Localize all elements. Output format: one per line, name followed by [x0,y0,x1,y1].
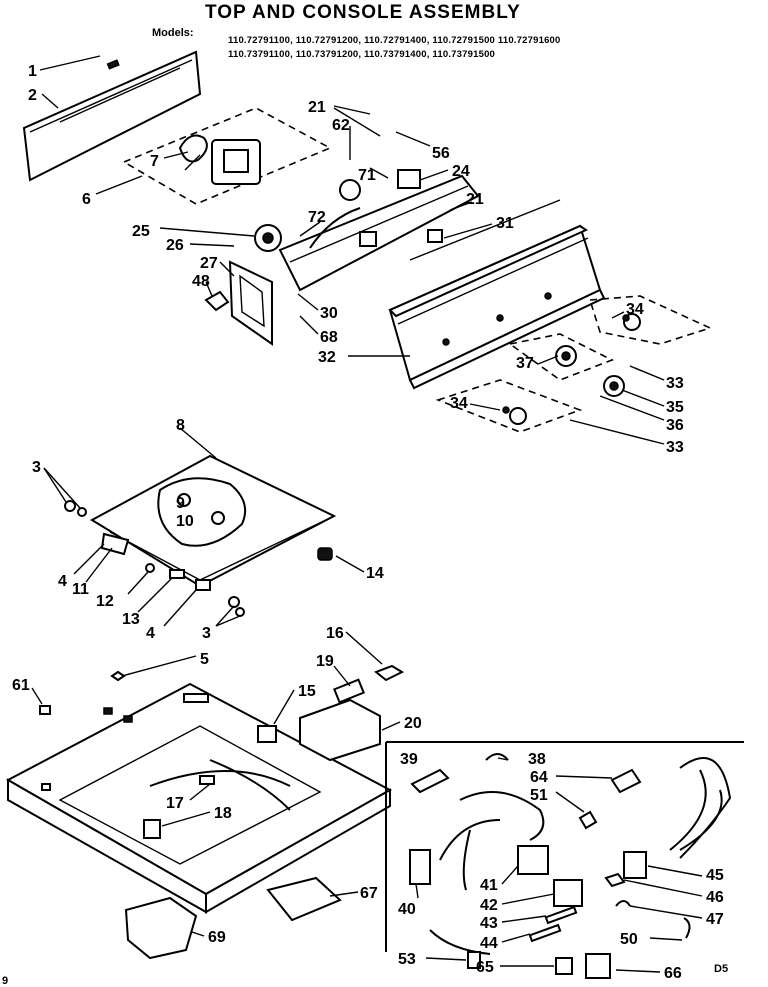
part-label-48: 48 [192,273,210,290]
part-label-4-bottom: 4 [146,625,155,642]
part-label-67: 67 [360,885,378,902]
part-label-47: 47 [706,911,724,928]
part-label-18: 18 [214,805,232,822]
part-label-50: 50 [620,931,638,948]
part-label-65: 65 [476,959,494,976]
part-label-27: 27 [200,255,218,272]
part-label-43: 43 [480,915,498,932]
part-label-30: 30 [320,305,338,322]
console-back-panel [22,50,202,182]
console-bracket [204,260,273,346]
part-label-33-top: 33 [666,375,684,392]
part-label-21-top: 21 [308,99,326,116]
part-label-16: 16 [326,625,344,642]
inset-leader-lines [415,757,703,973]
part-label-71: 71 [358,167,376,184]
top-misc-parts [39,664,405,960]
part-label-51: 51 [530,787,548,804]
part-label-10: 10 [176,513,194,530]
part-label-61: 61 [12,677,30,694]
model-numbers-line-1: 110.72791100, 110.72791200, 110.72791400… [228,35,561,46]
part-label-5: 5 [200,651,209,668]
part-label-24: 24 [452,163,470,180]
part-label-8: 8 [176,417,185,434]
part-label-19: 19 [316,653,334,670]
part-label-64: 64 [530,769,548,786]
part-label-66: 66 [664,965,682,982]
part-label-32: 32 [318,349,336,366]
knob-groups [435,295,713,433]
models-label: Models: [152,27,194,39]
part-label-21-right: 21 [466,191,484,208]
lid-panel [89,454,337,588]
part-label-14: 14 [366,565,384,582]
part-label-46: 46 [706,889,724,906]
part-label-13: 13 [122,611,140,628]
part-label-6: 6 [82,191,91,208]
top-leader-lines [31,631,401,937]
part-label-3-bottom: 3 [202,625,211,642]
part-label-42: 42 [480,897,498,914]
timer-motor-group [122,107,332,205]
part-label-41: 41 [480,877,498,894]
part-label-2: 2 [28,87,37,104]
part-label-20: 20 [404,715,422,732]
part-label-38: 38 [528,751,546,768]
part-label-44: 44 [480,935,498,952]
part-number-labels: 1 2 6 7 21 62 56 71 24 21 31 72 25 26 27… [2,63,728,987]
part-label-53: 53 [398,951,416,968]
part-label-34-top: 34 [626,301,644,318]
part-label-40: 40 [398,901,416,918]
part-label-33-bottom: 33 [666,439,684,456]
edge-text: 9 [2,975,8,987]
part-label-1: 1 [28,63,37,80]
part-label-36: 36 [666,417,684,434]
part-label-56: 56 [432,145,450,162]
page-code: D5 [714,963,728,975]
diagram-title: TOP AND CONSOLE ASSEMBLY [205,2,521,23]
part-label-26: 26 [166,237,184,254]
part-label-7: 7 [150,153,159,170]
part-label-35: 35 [666,399,684,416]
part-label-17: 17 [166,795,184,812]
console-housing [388,199,606,390]
part-label-9: 9 [176,495,185,512]
part-label-72: 72 [308,209,326,226]
part-label-11: 11 [72,581,89,598]
lid-leader-lines [43,427,365,627]
part-label-69: 69 [208,929,226,946]
part-label-45: 45 [706,867,724,884]
console-control-shaft [254,169,480,292]
part-label-68: 68 [320,329,338,346]
part-label-3-top: 3 [32,459,41,476]
part-label-62: 62 [332,117,350,134]
part-label-12: 12 [96,593,114,610]
diagram-header: TOP AND CONSOLE ASSEMBLY Models: 110.727… [0,0,768,70]
part-label-25: 25 [132,223,150,240]
part-label-31: 31 [496,215,514,232]
console-leader-lines [39,55,665,445]
electrical-parts-inset [385,741,744,979]
model-numbers-line-2: 110.73791100, 110.73791200, 110.73791400… [228,49,496,60]
part-label-34-bottom: 34 [450,395,468,412]
part-label-37: 37 [516,355,534,372]
part-label-15: 15 [298,683,316,700]
part-label-39: 39 [400,751,418,768]
part-label-4-left: 4 [58,573,67,590]
washer-top-cabinet [5,682,393,914]
